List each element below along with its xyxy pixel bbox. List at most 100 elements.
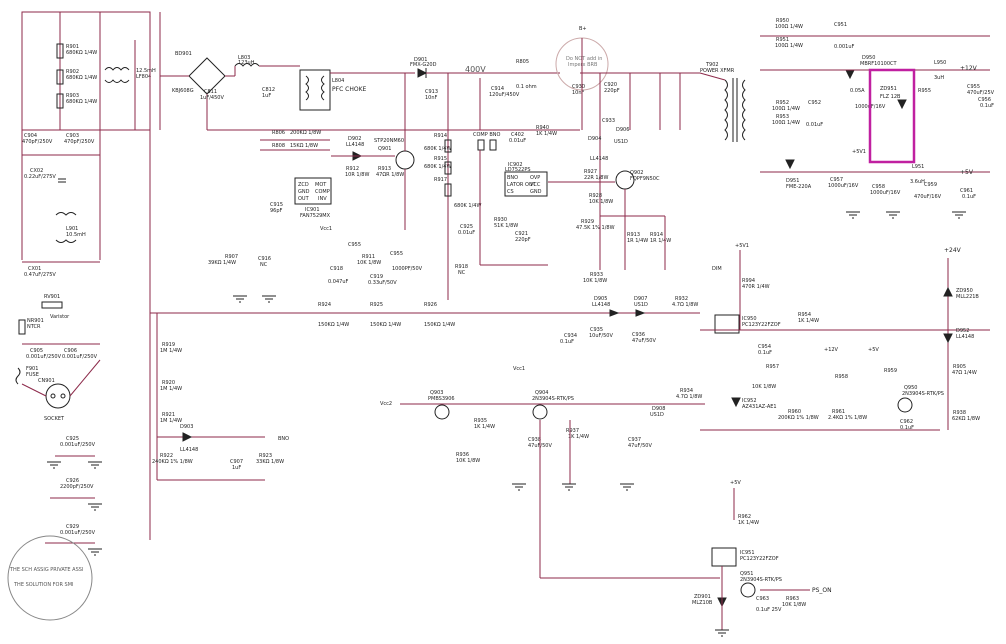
value-c954: 0.1uF [758,350,772,356]
label-r913: R913 [378,166,391,172]
value-c956: 0.1uF [980,103,994,109]
label-c925: C925 [66,436,79,442]
value-r921: 1M 1/4W [160,418,182,424]
label-ic952: IC952 [742,398,757,404]
label-r994: R994 [742,278,755,284]
label-r915: R915 [434,156,447,162]
label-r924: R924 [318,302,331,308]
label-lf12: 12.5mH [136,68,156,74]
label-c907: C907 [230,459,243,465]
value-c930: 10nF [572,90,585,96]
transistor-q903 [434,404,450,420]
value-r924: 150KΩ 1/4W [318,322,349,328]
label-ic901: IC901 [305,207,320,213]
label-vcc1: Vcc1 [513,366,525,372]
value-c906: 0.001uF/250V [62,354,98,360]
svg-text:GND: GND [298,189,310,195]
connector-comp [477,139,485,151]
label-c811: C811 [204,89,217,95]
label-r958: R958 [835,374,848,380]
resistor-r917 [444,183,452,197]
label-q901: Q901 [378,146,391,152]
value-l950: 3uH [934,75,944,81]
connector-bno [489,139,497,151]
label-r901: R901 [66,44,79,50]
label-d902: D902 [348,136,361,142]
label-varistor: Varistor [50,314,70,320]
label-c961: C961 [960,188,973,194]
label-c954: C954 [758,344,771,350]
label-r926: R926 [424,302,437,308]
value-r938: 62KΩ 1/8W [952,416,980,422]
label-r933: R933 [590,272,603,278]
value-c811: 1uF/450V [200,95,224,101]
value-r927: 22R 1/8W [584,175,608,181]
value-c957: 1000uF/16V [828,183,859,189]
transformer-secondary [742,79,746,141]
label-c959: C959 [924,182,937,188]
optocoupler-ic951 [711,547,737,567]
label-r914b: R914 [650,232,663,238]
diode-d950 [845,69,855,80]
label-d952: D952 [956,328,969,334]
label-c903: C903 [66,133,79,139]
resistor-r914 [444,139,452,153]
value-r953: 100Ω 1/4W [772,120,800,126]
value-c926: 2200pF/250V [60,484,94,490]
watermark-stamp [7,535,93,621]
label-vcc1-a: Vcc1 [320,226,332,232]
type-d950: MBRF10100CT [860,61,897,67]
label-r918: R918 [455,264,468,270]
value-r926: 150KΩ 1/4W [424,322,455,328]
label-r806: R806 [272,130,285,136]
value-r912: 10R 1/8W [345,172,369,178]
type-zd951: FLZ 12B [880,94,901,100]
optocoupler-ic950 [714,314,740,334]
type-q903: PMBS3906 [428,396,455,402]
inductor-lf804 [104,67,130,83]
value-r914: 680K 1/4W [424,146,451,152]
pin-gnd: GND [530,189,542,195]
label-c904: C904 [24,133,37,139]
type-q950: 2N3904S-RTK/PS [902,391,944,397]
label-r929: R929 [581,219,594,225]
value-r918: NC [458,270,466,276]
label-r930: R930 [494,217,507,223]
value-c918: 0.047uF [328,279,348,285]
label-c926: C926 [66,478,79,484]
value-r932: 4.7Ω 1/8W [672,302,698,308]
label-c936: C936 [632,332,645,338]
type-q902: FQPF9N50C [630,176,660,182]
label-r912: R912 [346,166,359,172]
value-l901: 10.5mH [66,232,86,238]
value-c955b: 470uF/25V [967,90,995,96]
value-c915: 96pF [270,208,283,214]
label-ic950: IC950 [742,316,757,322]
value-r960: 200KΩ 1% 1/8W [778,415,819,421]
label-q903: Q903 [430,390,443,396]
transformer-primary [724,79,728,141]
label-ic951: IC951 [740,550,755,556]
label-ps-on: PS_ON [812,587,832,594]
type-q904: 2N3904S-RTK/PS [532,396,574,402]
label-power-xfmr: POWER XFMR [700,68,735,74]
type-d903: LL4148 [180,447,198,453]
label-c918: C918 [330,266,343,272]
pin-lator-out: LATOR OUT [507,182,537,188]
svg-text:0.01uF: 0.01uF [458,230,475,236]
varistor-rv901 [41,301,63,309]
label-zd950: ZD950 [956,288,973,294]
label-c955: C955 [967,84,980,90]
mosfet-q901 [395,150,415,170]
value-c936: 47uF/50V [632,338,656,344]
value-c959: 470uF/16V [914,194,942,200]
type-ic950: PC123Y22FZOF [742,322,781,328]
regulator-ic952 [731,397,741,408]
label-r951: R951 [776,37,789,43]
zener-zd950 [943,286,953,297]
type-ic902: LD7522PS [505,167,531,173]
label-c913: C913 [425,89,438,95]
label-plus12v: +12V [960,65,978,72]
label-c935: C935 [590,327,603,333]
